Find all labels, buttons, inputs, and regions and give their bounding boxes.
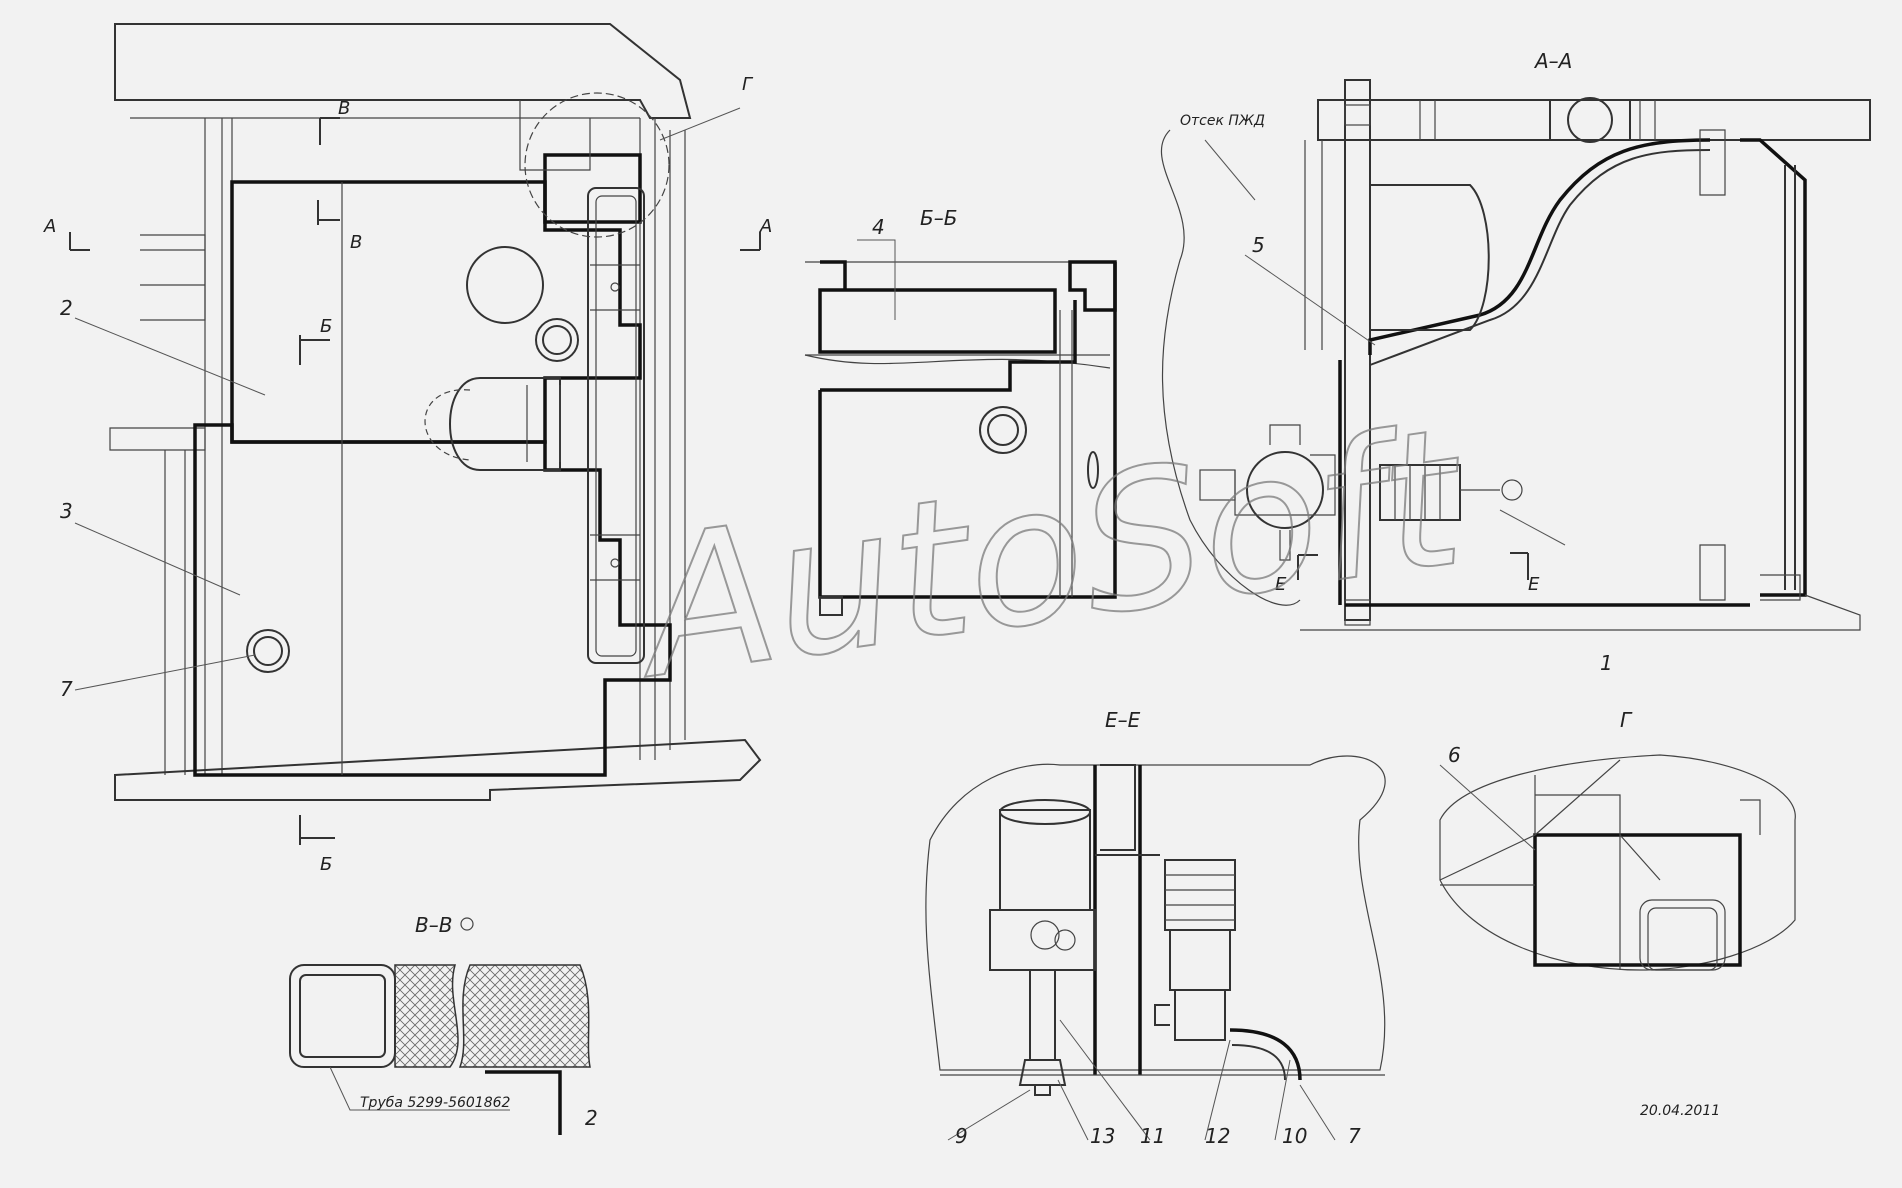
view-title-vv: В–В (415, 913, 452, 937)
leader-compartment (1204, 139, 1256, 201)
box-4 (818, 288, 1057, 354)
section-bb-view (804, 260, 1117, 616)
compartment-note: Отсек ПЖД (1180, 113, 1265, 129)
large-port (466, 246, 544, 324)
aa-receiver (1370, 184, 1490, 331)
vv-bracket-2 (485, 1070, 562, 1135)
vv-pipe (289, 964, 396, 1068)
mark-b-bottom: Б (320, 854, 332, 875)
leader-7-ee (1299, 1084, 1336, 1141)
callout-9: 9 (955, 1124, 968, 1148)
mark-e-right: Е (1528, 574, 1540, 595)
ee-pipe-13 (1029, 970, 1056, 1061)
battery-box-3 (193, 423, 672, 777)
frame-bottom-beam (114, 738, 762, 801)
ee-compressor (1164, 859, 1236, 931)
labels: А–А Б–Б В–В Е–Е Г А А В В Б Б Г Е Е Отсе… (43, 49, 1720, 1148)
detail-g-box-6 (1533, 833, 1742, 967)
aa-compressor (1379, 464, 1461, 521)
callout-13: 13 (1090, 1124, 1115, 1148)
view-title-ee: Е–Е (1105, 708, 1141, 732)
callout-7-ee: 7 (1348, 1124, 1361, 1148)
leader-3 (74, 522, 241, 596)
callout-6: 6 (1448, 743, 1461, 767)
detail-g-boundary (1439, 754, 1796, 971)
leader-5 (1244, 254, 1376, 346)
callout-7-main: 7 (60, 677, 73, 701)
duct (587, 187, 645, 664)
leader-12 (1204, 1039, 1231, 1141)
callout-2-vv: 2 (585, 1106, 598, 1130)
connector-7 (246, 629, 290, 673)
leader-1 (1499, 509, 1566, 546)
watermark-autosoft: AutoSoft (620, 386, 1479, 721)
mark-v-top: В (338, 98, 350, 119)
leader-2 (74, 317, 266, 396)
frame-top-beam (114, 23, 692, 119)
pipe-note: Труба 5299-5601862 (360, 1095, 511, 1111)
mark-a-right: А (759, 216, 772, 237)
aa-top-beam (1317, 99, 1871, 141)
section-vv-view (289, 917, 591, 1135)
mark-v-bottom: В (350, 232, 362, 253)
section-aa-view (1160, 79, 1871, 631)
view-title-g: Г (1620, 708, 1633, 732)
mark-e-left: Е (1275, 574, 1287, 595)
air-duct-elbow (449, 377, 561, 471)
callout-4: 4 (872, 215, 885, 239)
aa-fitting (1567, 97, 1613, 143)
leader-6 (1439, 764, 1536, 851)
leader-lines (74, 107, 1566, 1141)
ee-breakout-boundary (925, 755, 1386, 1071)
leader-11 (1059, 1019, 1151, 1141)
callout-2: 2 (60, 296, 73, 320)
callout-3: 3 (60, 499, 73, 523)
aa-curved-duct (1368, 138, 1711, 355)
leader-g (659, 107, 741, 141)
callout-10: 10 (1282, 1124, 1307, 1148)
detail-g-view (1439, 754, 1796, 971)
leader-10 (1274, 1059, 1291, 1141)
view-title-aa: А–А (1533, 49, 1572, 73)
section-ee-view (925, 755, 1386, 1096)
frame-rails (204, 118, 233, 775)
view-title-bb: Б–Б (920, 206, 957, 230)
main-plan-view (69, 23, 762, 845)
callout-11: 11 (1140, 1124, 1165, 1148)
ee-hose-10 (1229, 1028, 1302, 1081)
detail-g-circle (524, 92, 670, 238)
leader-7-main (74, 654, 256, 691)
date-stamp: 20.04.2011 (1640, 1103, 1720, 1119)
leader-9 (947, 1089, 1031, 1141)
leader-4 (857, 239, 896, 320)
vv-insulation-1 (394, 964, 459, 1068)
aa-heater (1246, 451, 1324, 529)
leader-13 (1057, 1079, 1089, 1141)
mark-a-left: А (43, 216, 56, 237)
mark-b-top: Б (320, 316, 332, 337)
connector-upper (535, 318, 579, 362)
vv-insulation-2 (458, 964, 591, 1068)
mark-g: Г (742, 74, 754, 95)
callout-12: 12 (1205, 1124, 1230, 1148)
callout-1: 1 (1600, 651, 1613, 675)
section-a-left (69, 232, 90, 251)
callout-5: 5 (1252, 233, 1265, 257)
bb-connector (979, 406, 1027, 454)
